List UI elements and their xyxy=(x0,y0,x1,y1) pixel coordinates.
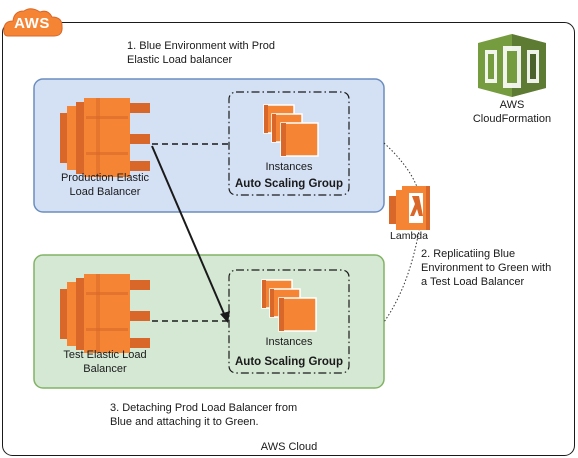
production-elb-icon xyxy=(60,98,150,177)
blue-instances-label: Instances xyxy=(265,161,313,173)
green-instances-icon xyxy=(261,279,317,332)
production-elb-label-line2: Load Balancer xyxy=(69,186,141,198)
blue-instances-icon xyxy=(263,104,319,157)
step3-caption: 3. Detaching Prod Load Balancer from Blu… xyxy=(110,401,297,429)
aws-badge: AWS xyxy=(4,4,64,38)
step1-caption: 1. Blue Environment with Prod Elastic Lo… xyxy=(127,39,275,67)
cloudformation-label-line2: CloudFormation xyxy=(472,113,552,125)
aws-badge-cloud-icon xyxy=(3,8,63,37)
test-elb-label-line2: Balancer xyxy=(83,363,127,375)
step3-line1: 3. Detaching Prod Load Balancer from xyxy=(110,402,298,414)
replication-curve xyxy=(383,142,423,323)
cloudformation-label: AWS CloudFormation xyxy=(462,98,562,126)
reattach-arrow xyxy=(151,145,226,317)
step2-line3: a Test Load Balancer xyxy=(421,276,525,288)
green-asg-label: Auto Scaling Group xyxy=(235,356,343,368)
green-instances-label: Instances xyxy=(265,336,313,348)
aws-cloud-label: AWS Cloud xyxy=(260,441,318,453)
step1-line2: Elastic Load balancer xyxy=(127,54,233,66)
blue-asg-label: Auto Scaling Group xyxy=(235,178,343,190)
blue-asg-boundary xyxy=(228,91,350,196)
step1-line1: 1. Blue Environment with Prod xyxy=(127,40,275,52)
green-asg-boundary xyxy=(228,269,350,374)
test-elb-icon xyxy=(60,274,150,353)
production-elb-label-line1: Production Elastic xyxy=(60,172,150,184)
cloudformation-icon xyxy=(478,34,546,97)
step2-caption: 2. Replicatiing Blue Environment to Gree… xyxy=(421,247,551,289)
cloudformation-label-line1: AWS xyxy=(499,99,525,111)
step2-line1: 2. Replicatiing Blue xyxy=(421,248,516,260)
reattach-arrowhead xyxy=(220,311,230,323)
aws-cloud-boundary xyxy=(2,22,575,456)
lambda-icon xyxy=(389,186,430,230)
step3-line2: Blue and attaching it to Green. xyxy=(110,416,259,428)
lambda-label: Lambda xyxy=(390,230,428,242)
test-elb-label-line1: Test Elastic Load xyxy=(63,349,147,361)
aws-badge-text: AWS xyxy=(14,15,50,32)
production-elb-label: Production Elastic Load Balancer xyxy=(45,171,165,199)
test-elb-label: Test Elastic Load Balancer xyxy=(45,348,165,376)
step2-line2: Environment to Green with xyxy=(421,262,552,274)
